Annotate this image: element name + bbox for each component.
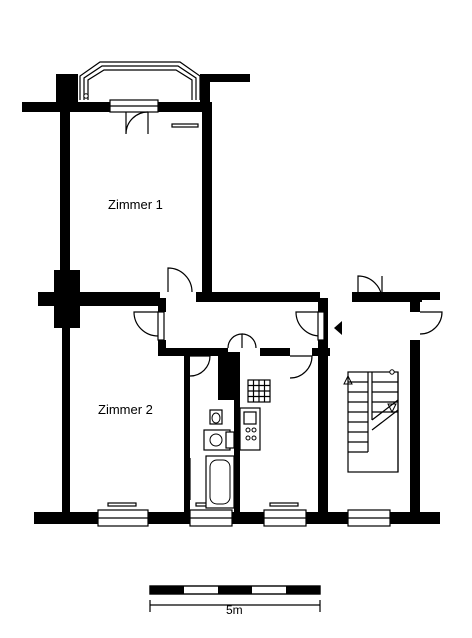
room-label-zimmer-2: Zimmer 2 [98,402,153,417]
entrance-arrow-icon [334,321,342,335]
stove-icon [239,379,271,451]
room-label-zimmer-1: Zimmer 1 [108,197,163,212]
scale-bar-label: 5m [226,603,243,617]
toilet-icon [209,409,223,425]
window-icon [109,99,199,128]
door-swing-icon [125,111,443,379]
bathtub-icon [189,455,235,509]
bottom-windows [97,502,391,527]
staircase-icon [343,369,399,473]
bay-window [56,61,250,102]
sink-icon [203,429,235,451]
scale-bar: 5m [149,585,321,617]
